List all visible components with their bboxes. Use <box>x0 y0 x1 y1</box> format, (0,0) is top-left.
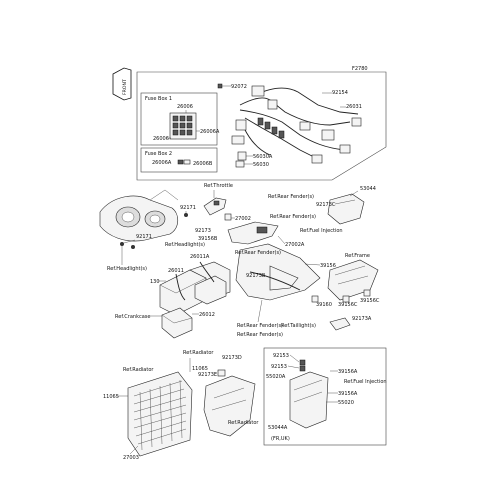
ref-rear-fender-c: Ref.Rear Fender(s) <box>237 332 283 338</box>
part-92173E: 92173E <box>198 372 217 378</box>
fuse-box-2-title: Fuse Box 2 <box>145 151 172 157</box>
part-26012: 26012 <box>199 312 215 318</box>
fuse-box-1: Fuse Box 1 26006 26006A 26006 <box>140 92 220 146</box>
fuse-box-2: Fuse Box 2 26006A 26006B <box>140 147 218 173</box>
crankcase-sensor <box>161 307 193 339</box>
ref-radiator-b: Ref.Radiator <box>123 367 154 373</box>
part-55020: 55020 <box>338 400 354 406</box>
part-130: 130 <box>150 279 160 285</box>
headlight-assembly <box>99 189 179 242</box>
fuse-box-2-part: 26006A <box>152 160 172 166</box>
ref-taillight: Ref.Taillight(s) <box>281 323 316 329</box>
part-39156A-a: 39156A <box>338 369 358 375</box>
ref-headlight-b: Ref.Headlight(s) <box>107 266 147 272</box>
fuse-box-1-part: 26006 <box>177 104 193 110</box>
region-label: (FR,UK) <box>271 436 290 442</box>
fuse-box-1-part: 26006 <box>153 136 169 142</box>
harness-box <box>136 71 387 181</box>
tail-cover <box>327 193 365 225</box>
ref-radiator-a: Ref.Radiator <box>183 350 214 356</box>
part-11065a: 11065 <box>192 366 208 372</box>
part-26011A: 26011A <box>190 254 210 260</box>
fuse-box-1-part: 26006A <box>200 129 220 135</box>
part-92171a: 92171 <box>180 205 196 211</box>
part-26031: 26031 <box>346 104 362 110</box>
part-39156C-b: 39156C <box>360 298 380 304</box>
ref-headlight-a: Ref.Headlight(s) <box>165 242 205 248</box>
ref-rear-fender-d: Ref.Rear Fender(s) <box>268 194 314 200</box>
fuse-block-icon <box>169 112 197 140</box>
part-27002: 27002 <box>235 216 251 222</box>
part-27002A: 27002A <box>285 242 305 248</box>
part-56030: 56030 <box>253 162 269 168</box>
ref-frame: Ref.Frame <box>345 253 370 259</box>
throttle-sensor <box>203 197 227 216</box>
part-11065b: 11065 <box>103 394 119 400</box>
part-39156C-a: 39156C <box>338 302 358 308</box>
part-92173D: 92173D <box>222 355 242 361</box>
ref-fuel-injection-b: Ref.Fuel Injection <box>344 379 387 385</box>
part-39156A-b: 39156A <box>338 391 358 397</box>
part-92173A: 92173A <box>352 316 372 322</box>
part-56030A: 56030A <box>253 154 273 160</box>
ref-rear-fender-b: Ref.Rear Fender(s) <box>237 323 283 329</box>
part-92173B: 92173B <box>246 273 266 279</box>
part-39160: 39160 <box>316 302 332 308</box>
part-92154: 92154 <box>332 90 348 96</box>
part-55020A: 55020A <box>266 374 286 380</box>
part-53044A: 53044A <box>268 425 288 431</box>
part-92173C: 92173C <box>316 202 336 208</box>
fuse-icon <box>177 159 191 165</box>
ref-throttle: Ref.Throttle <box>204 183 233 189</box>
fuse-box-2-part: 26006B <box>193 161 213 167</box>
part-53044: 53044 <box>360 186 376 192</box>
front-arrow-icon: FRONT <box>112 67 132 101</box>
ref-crankcase: Ref.Crankcase <box>115 314 150 320</box>
part-92153b: 92153 <box>271 364 287 370</box>
ref-rear-fender-a: Ref.Rear Fender(s) <box>235 250 281 256</box>
part-26011: 26011 <box>168 268 184 274</box>
fr-uk-box: (FR,UK) 92153 92153 55020A 39156A Ref.Fu… <box>263 347 387 446</box>
front-label: FRONT <box>122 79 128 95</box>
part-92173: 92173 <box>195 228 211 234</box>
part-27003: 27003 <box>123 455 139 461</box>
figure-code: F2780 <box>352 66 368 72</box>
rear-fender-assembly <box>227 221 321 301</box>
radiator-grille <box>127 371 193 457</box>
part-92171b: 92171 <box>136 234 152 240</box>
main-wire-harness <box>231 85 362 164</box>
part-92072: 92072 <box>231 84 247 90</box>
part-39156B: 39156B <box>198 236 218 242</box>
ref-rear-fender-e: Ref.Rear Fender(s) <box>270 214 316 220</box>
fuse-box-1-title: Fuse Box 1 <box>145 96 172 102</box>
ref-radiator-c: Ref.Radiator <box>228 420 259 426</box>
part-92153a: 92153 <box>273 353 289 359</box>
part-39156: 39156 <box>320 263 336 269</box>
ref-fuel-injection-a: Ref.Fuel Injection <box>300 228 343 234</box>
battery-assembly <box>159 261 231 316</box>
radiator-side-cover <box>203 375 256 437</box>
